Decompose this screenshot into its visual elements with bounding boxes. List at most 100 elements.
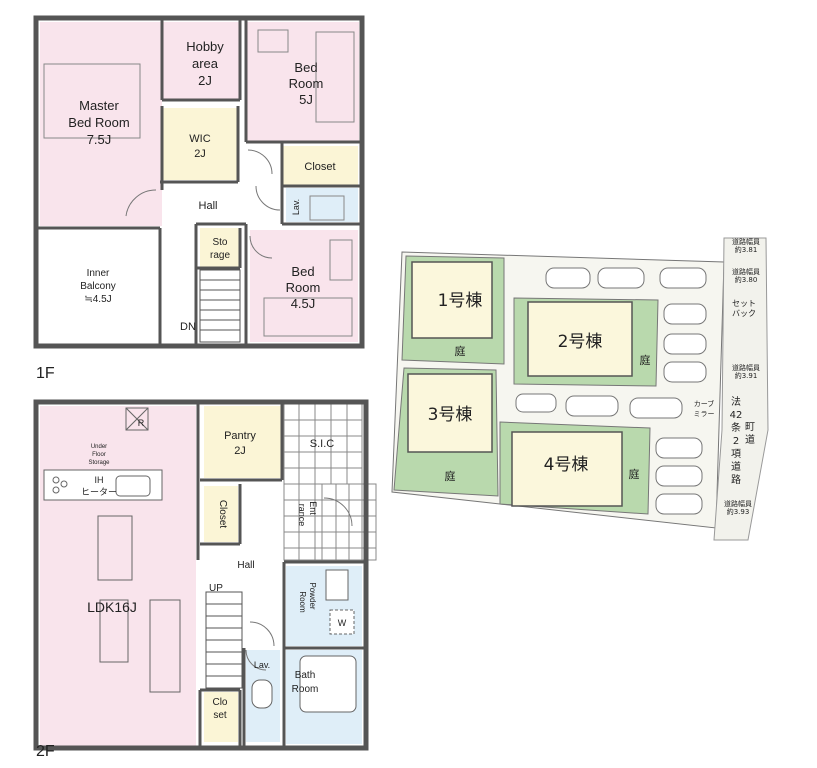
bath-room-label-2: Room bbox=[292, 684, 319, 695]
hall-2f-label: Hall bbox=[237, 560, 254, 571]
floor1-stairs bbox=[199, 269, 241, 343]
wic bbox=[162, 108, 238, 180]
floor1-doors bbox=[125, 149, 281, 259]
road-width-1-label: 道路幅員 bbox=[732, 237, 760, 246]
road-type-char-5: 項 bbox=[731, 448, 741, 460]
closet-small-label-1: Clo bbox=[212, 697, 227, 708]
setback-label-1: セット bbox=[732, 299, 756, 308]
ldk-label: LDK16J bbox=[87, 599, 137, 615]
hobby-area-label-1: Hobby bbox=[186, 39, 224, 54]
bedroom-45j-label-3: 4.5J bbox=[291, 296, 316, 311]
building-3-label: 3号棟 bbox=[428, 405, 473, 425]
garden-label-4: 庭 bbox=[629, 467, 640, 481]
hobby-area-label-2: area bbox=[192, 56, 219, 71]
bedroom-45j bbox=[250, 230, 358, 342]
floor1-outer-wall bbox=[33, 15, 365, 349]
site-plan: 1号棟 2号棟 3号棟 4号棟 庭 庭 庭 庭 道路幅員 約3.81 道路幅員 … bbox=[391, 237, 769, 541]
inner-balcony-label-2: Balcony bbox=[80, 281, 116, 292]
closet-2f-label: Closet bbox=[217, 500, 228, 529]
lav-1f-label: Lav. bbox=[291, 199, 301, 215]
floor1-caption: 1F bbox=[36, 365, 55, 382]
floor2-doors bbox=[245, 497, 353, 671]
master-bedroom-label-1: Master bbox=[79, 98, 119, 113]
floor1-furniture bbox=[43, 29, 355, 337]
floor2-stairs bbox=[205, 591, 243, 689]
floor1-plan: Hobby area 2J Master Bed Room 7.5J Bed R… bbox=[33, 15, 365, 382]
washer-label: W bbox=[338, 618, 347, 628]
building-1 bbox=[411, 261, 493, 339]
building-1-label: 1号棟 bbox=[438, 291, 483, 311]
garden-label-3: 庭 bbox=[445, 469, 456, 483]
curve-mirror-label-2: ミラー bbox=[694, 410, 715, 418]
inner-balcony-label-1: Inner bbox=[87, 268, 110, 279]
underfloor-label-1: Under bbox=[91, 444, 107, 450]
closet-1f bbox=[282, 146, 358, 186]
road-type-char-3: 条 bbox=[731, 421, 741, 434]
building-4 bbox=[511, 431, 623, 507]
master-bedroom-label-3: 7.5J bbox=[87, 132, 112, 147]
bath-room-label-1: Bath bbox=[295, 670, 316, 681]
entrance-label-2: rance bbox=[297, 504, 307, 527]
road-width-2-label: 道路幅員 bbox=[732, 267, 760, 276]
sic-label: S.I.C bbox=[310, 438, 335, 450]
parking-cars bbox=[515, 267, 707, 515]
master-bedroom bbox=[40, 22, 162, 226]
curve-mirror-label-1: カーブ bbox=[694, 399, 715, 408]
pantry-label-2: 2J bbox=[234, 445, 246, 457]
inner-balcony-label-3: ≒4.5J bbox=[84, 294, 111, 305]
road-type-char-2: 42 bbox=[730, 410, 743, 421]
road-width-4-label: 道路幅員 bbox=[724, 499, 752, 508]
bedroom-5j-label-1: Bed bbox=[294, 60, 317, 75]
pantry-label-1: Pantry bbox=[224, 430, 256, 442]
storage-1f bbox=[200, 228, 240, 268]
floor2-caption: 2F bbox=[36, 743, 55, 760]
road-width-3-label: 道路幅員 bbox=[732, 363, 760, 372]
powder-room-label-2: Room bbox=[298, 591, 307, 613]
road-width-3-value: 約3.91 bbox=[735, 371, 758, 380]
setback-label-2: バック bbox=[732, 309, 756, 318]
road-width-1-value: 約3.81 bbox=[735, 245, 758, 254]
storage-label-1: Sto bbox=[212, 237, 227, 248]
ih-label-2: ヒーター bbox=[81, 487, 117, 498]
closet-2f bbox=[204, 486, 238, 542]
building-3 bbox=[407, 373, 493, 453]
lav-2f-label: Lav. bbox=[254, 660, 270, 670]
bedroom-45j-label-2: Room bbox=[286, 280, 321, 295]
building-4-label: 4号棟 bbox=[544, 455, 589, 475]
building-2-label: 2号棟 bbox=[558, 332, 603, 352]
garden-label-1: 庭 bbox=[455, 344, 466, 358]
hobby-area bbox=[162, 22, 240, 100]
road-width-2-value: 約3.80 bbox=[735, 275, 758, 284]
master-bedroom-label-2: Bed Room bbox=[68, 115, 129, 130]
stairs-up-label: UP bbox=[209, 583, 223, 594]
garden-label-2: 庭 bbox=[640, 353, 651, 367]
r-mark-label: R bbox=[138, 418, 145, 428]
bedroom-5j-label-2: Room bbox=[289, 76, 324, 91]
closet-small-2f bbox=[204, 692, 238, 742]
road-width-4-value: 約3.93 bbox=[727, 507, 750, 516]
road-type-char-6: 道 bbox=[731, 460, 741, 473]
powder-room-label-1: Powder bbox=[308, 582, 317, 609]
lavatory-1f bbox=[286, 188, 358, 222]
bedroom-5j-label-3: 5J bbox=[299, 92, 313, 107]
town-road-char-1: 町 bbox=[745, 422, 755, 433]
closet-1f-label: Closet bbox=[304, 161, 335, 173]
storage-label-2: rage bbox=[210, 250, 230, 261]
closet-small-label-2: set bbox=[213, 710, 227, 721]
ldk-room bbox=[40, 406, 196, 746]
entrance-label-1: Ent bbox=[308, 501, 318, 515]
wic-label-1: WIC bbox=[189, 133, 210, 145]
town-road-char-2: 道 bbox=[745, 433, 755, 446]
wic-label-2: 2J bbox=[194, 148, 206, 160]
bedroom-45j-label-1: Bed bbox=[291, 264, 314, 279]
hobby-area-label-3: 2J bbox=[198, 73, 212, 88]
hall-1f-label: Hall bbox=[199, 200, 218, 212]
pantry bbox=[204, 406, 282, 478]
stairs-down-label: DN bbox=[180, 321, 196, 333]
underfloor-label-2: Floor bbox=[92, 452, 106, 458]
road-type-char-4: 2 bbox=[733, 436, 739, 447]
floor2-interior-walls bbox=[196, 400, 366, 748]
ih-label-1: IH bbox=[95, 475, 104, 485]
road-type-char-1: 法 bbox=[731, 395, 741, 408]
